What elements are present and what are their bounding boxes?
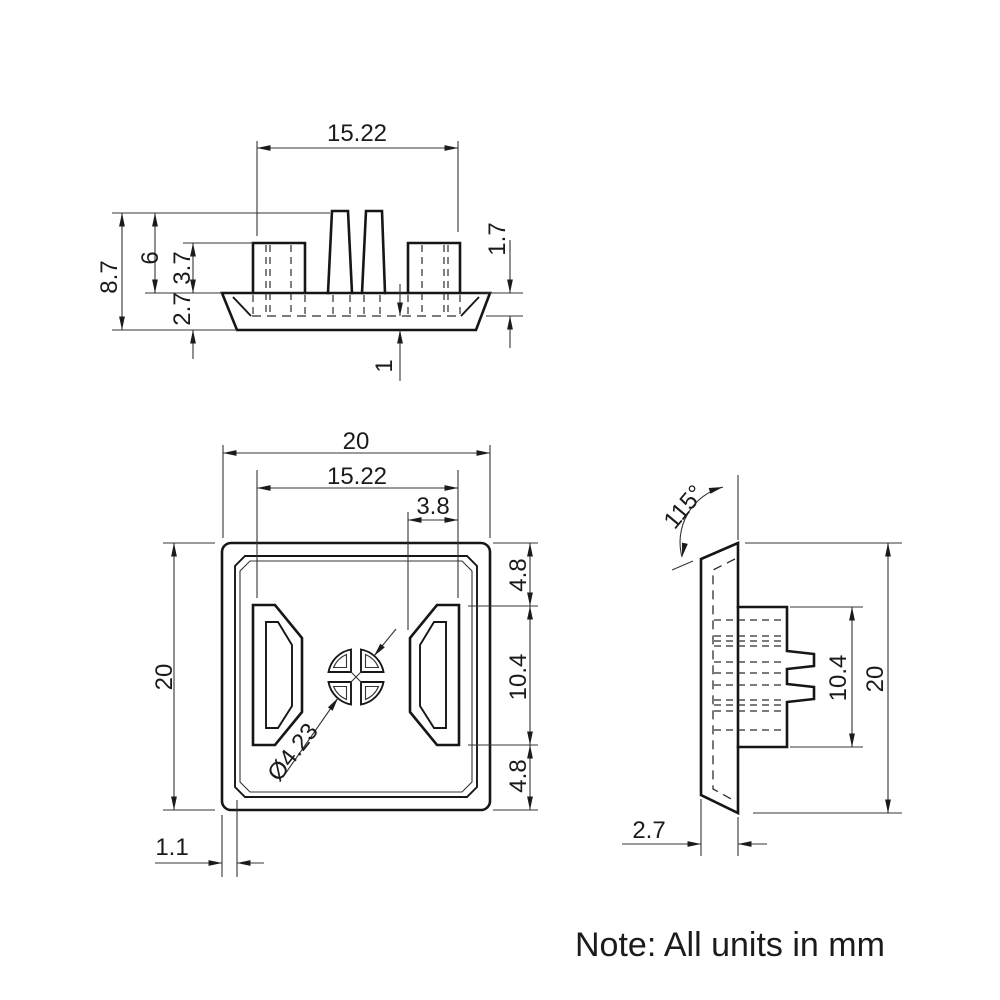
center-prong-left	[326, 209, 354, 295]
cap-plate-profile	[220, 291, 492, 332]
cross-hole-quadrants	[327, 648, 385, 706]
left-slot-inner	[265, 621, 293, 729]
left-side-prong	[251, 241, 307, 295]
center-cross-hole	[327, 648, 385, 706]
plate-inner-hidden	[712, 558, 736, 802]
units-note: Note: All units in mm	[575, 926, 885, 964]
bevel-frame-inner	[239, 560, 473, 793]
right-side-prong	[406, 241, 462, 295]
dim-overall-height: 20	[151, 664, 178, 691]
plate-inner-chamfer-right	[460, 296, 480, 317]
cap-plate-side	[699, 541, 740, 816]
side-view: 115° 10.4 20 2.7	[622, 475, 902, 856]
dim-recess-depth: 1.7	[484, 222, 511, 255]
dim-slot-width: 3.8	[416, 493, 449, 520]
hidden-lines	[252, 245, 461, 316]
dim-top-margin: 4.8	[505, 558, 532, 591]
right-slot-outer	[408, 603, 461, 747]
dim-boss-height: 10.4	[825, 655, 852, 702]
dim-height-above-plate: 6	[137, 251, 164, 264]
dim-overall-width: 20	[343, 428, 370, 455]
top-view: 15.22 8.7 6 3.7 2.7 1.7 1	[96, 120, 523, 381]
center-mark	[349, 670, 363, 684]
dim-side-plate-thickness: 2.7	[632, 817, 665, 844]
dim-bottom-margin: 4.8	[505, 759, 532, 792]
plate-inner-chamfer-left	[232, 296, 252, 317]
bevel-frame-outer	[234, 555, 478, 798]
dim-side-overall-height: 20	[862, 666, 889, 693]
dim-bottom-wall: 1	[371, 359, 398, 372]
cap-face-outline	[220, 541, 492, 812]
dim-slot-height: 10.4	[505, 654, 532, 701]
dim-wall-offset: 1.1	[155, 834, 188, 861]
right-slot-inner	[419, 621, 447, 729]
dim-prong-span: 15.22	[327, 120, 387, 147]
side-view-dimensions: 115° 10.4 20 2.7	[622, 475, 902, 856]
dim-total-height: 8.7	[96, 260, 123, 293]
top-view-dimensions: 15.22 8.7 6 3.7 2.7 1.7 1	[96, 120, 523, 381]
dim-front-prong-span: 15.22	[327, 463, 387, 490]
dim-plate-thickness: 2.7	[169, 292, 196, 325]
left-slot-outer	[251, 603, 304, 747]
dim-side-prong-height: 3.7	[169, 251, 196, 284]
side-hidden-lines	[714, 619, 786, 731]
boss-and-prongs	[736, 605, 816, 749]
center-prong-right	[360, 209, 387, 295]
